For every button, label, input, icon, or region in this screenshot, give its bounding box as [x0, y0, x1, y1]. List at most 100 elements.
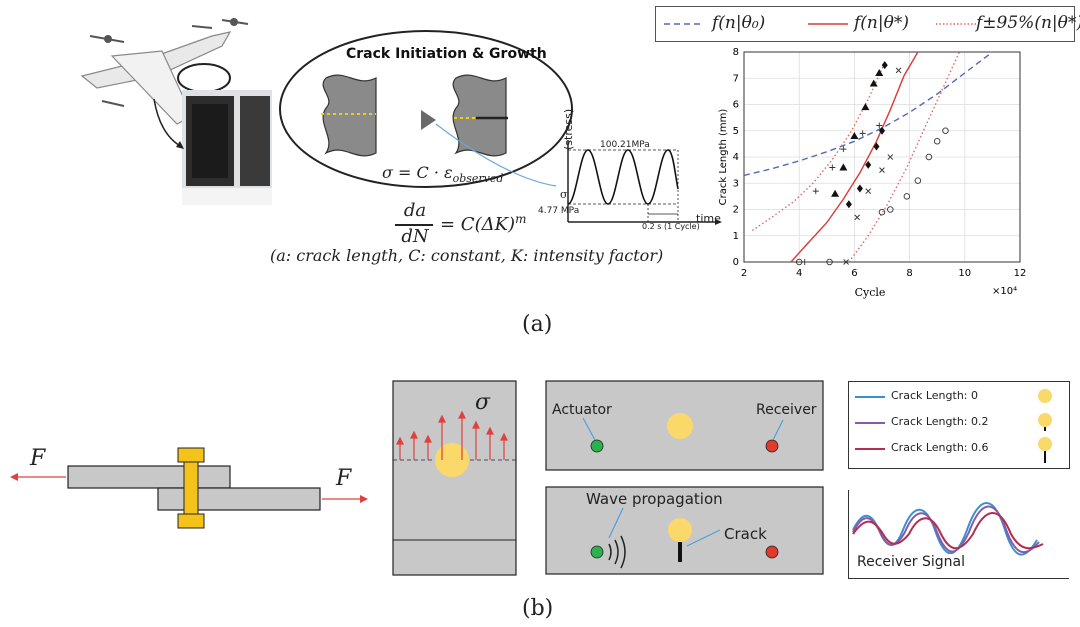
- chart-y-tick: 6: [733, 100, 739, 111]
- receiver-signal-box: Receiver Signal: [848, 490, 1069, 579]
- chart-point-circle: [925, 153, 933, 161]
- chart-y-label: Crack Length (mm): [718, 109, 729, 206]
- chart-curve-dotted: [848, 51, 960, 263]
- receiver-signal-label: Receiver Signal: [857, 554, 966, 570]
- crack-length-legend: Crack Length: 0 Crack Length: 0.2 Crack …: [848, 381, 1070, 469]
- chart-x-tick: 8: [906, 268, 912, 279]
- chart-point-circle: [914, 177, 922, 184]
- crack-growth-title: Crack Initiation & Growth: [346, 46, 547, 62]
- chart-point-circle: [942, 127, 949, 134]
- chart-curve-solid: [790, 51, 919, 263]
- chart-point-circle: [933, 137, 941, 145]
- legend-line-posterior: [808, 23, 848, 25]
- paris-fraction-bar: [395, 224, 433, 226]
- chart-point-diamond: [881, 61, 888, 70]
- chart-x-label: Cycle: [855, 286, 886, 299]
- legend-line-prior: [664, 23, 704, 25]
- chart-point-triangle: [875, 69, 884, 76]
- chart-point-x: [895, 67, 902, 74]
- chart-point-x: [843, 259, 849, 265]
- chart-point-diamond: [873, 142, 880, 151]
- legend-crack-2: Crack Length: 0.6: [891, 441, 989, 454]
- chart-point-plus: [840, 146, 847, 153]
- crack-growth-ellipse: [279, 30, 573, 188]
- chart-point-plus: [876, 122, 883, 129]
- receiver-label: Receiver: [756, 402, 817, 418]
- chart-curve-dotted: [751, 62, 886, 232]
- chart-x-tick: 6: [851, 268, 857, 279]
- chart-point-plus: [829, 164, 836, 171]
- chart-y-tick: 7: [733, 73, 739, 84]
- lamb-wave-panel-intact: [545, 380, 824, 471]
- sigma-small: σ: [560, 188, 568, 201]
- chart-point-diamond: [865, 160, 872, 169]
- paris-numerator: da: [403, 200, 427, 221]
- legend-swatch-1: [855, 422, 885, 424]
- wing-detail-photo: [182, 90, 272, 205]
- legend-swatch-0: [855, 396, 885, 398]
- legend-crack-0: Crack Length: 0: [891, 389, 979, 402]
- legend-label-posterior: f(n|θ*): [854, 13, 909, 33]
- lamb-wave-panel-cracked: [545, 486, 824, 575]
- force-right-label: F: [336, 466, 352, 491]
- chart-point-diamond: [845, 200, 852, 209]
- chart-point-circle: [826, 258, 833, 266]
- stress-time-plot: [567, 140, 722, 225]
- legend-line-bounds: [936, 23, 976, 25]
- stress-max-label: 100.21MPa: [600, 140, 650, 150]
- chart-point-diamond: [856, 184, 863, 193]
- chart-y-tick: 3: [733, 178, 739, 189]
- chart-point-x: [854, 214, 860, 221]
- paris-rhs-main: = C(ΔK): [440, 214, 516, 235]
- stress-equation-main: σ = C · ε: [382, 163, 453, 182]
- chart-points: [795, 61, 949, 266]
- stress-min-label: 4.77 MPa: [538, 206, 580, 216]
- legend-swatch-2: [855, 448, 885, 450]
- wave-propagation-label: Wave propagation: [586, 490, 723, 508]
- chart-frame: [743, 51, 1021, 263]
- actuator-label: Actuator: [552, 402, 612, 418]
- chart-y-tick: 5: [733, 126, 739, 137]
- chart-point-x: [865, 188, 872, 194]
- chart-point-plus: [859, 130, 866, 137]
- legend-label-bounds: f±95%(n|θ*): [976, 13, 1080, 33]
- chart-grid: [743, 51, 1021, 263]
- paris-rhs: = C(ΔK)m: [440, 212, 526, 235]
- chart-point-x: [879, 167, 885, 173]
- paris-denominator: dN: [401, 226, 429, 247]
- chart-x-scale: ×10⁴: [992, 286, 1017, 297]
- chart-point-x: [887, 154, 894, 160]
- chart-point-triangle: [831, 189, 840, 197]
- chart-point-plus: [812, 188, 819, 195]
- period-label: 0.2 s (1 Cycle): [642, 222, 700, 231]
- chart-point-circle: [795, 258, 803, 266]
- chart-y-tick: 4: [733, 152, 739, 163]
- chart-point-triangle: [839, 163, 848, 171]
- legend-crack-1: Crack Length: 0.2: [891, 415, 989, 428]
- chart-y-tick: 2: [733, 205, 739, 216]
- chart-point-triangle: [861, 103, 870, 111]
- panel-a-caption: (a): [522, 312, 553, 337]
- legend-crack-icons: [1038, 389, 1052, 463]
- sigma-label: σ: [475, 390, 491, 415]
- chart-curve-dashed: [743, 51, 993, 177]
- legend-label-prior: f(n|θ₀): [712, 13, 766, 33]
- stress-equation-subscript: observed: [452, 172, 504, 186]
- chart-point-circle: [878, 208, 886, 216]
- chart-y-tick: 1: [733, 231, 739, 242]
- chart-point-triangle: [869, 79, 878, 87]
- bolted-joint: [10, 447, 368, 529]
- chart-point-plus: [801, 259, 808, 265]
- chart-legend: f(n|θ₀) f(n|θ*) f±95%(n|θ*): [655, 6, 1080, 42]
- chart-y-tick: 0: [733, 257, 739, 268]
- chart-x-tick: 2: [741, 268, 747, 279]
- chart-x-tick: 4: [796, 268, 802, 279]
- crack-label: Crack: [724, 525, 767, 543]
- stress-axis-label: (stress): [562, 108, 575, 150]
- paris-exponent: m: [515, 212, 527, 226]
- chart-x-tick: 12: [1014, 268, 1027, 279]
- panel-b-caption: (b): [522, 596, 554, 621]
- paris-note: (a: crack length, C: constant, K: intens…: [270, 246, 664, 265]
